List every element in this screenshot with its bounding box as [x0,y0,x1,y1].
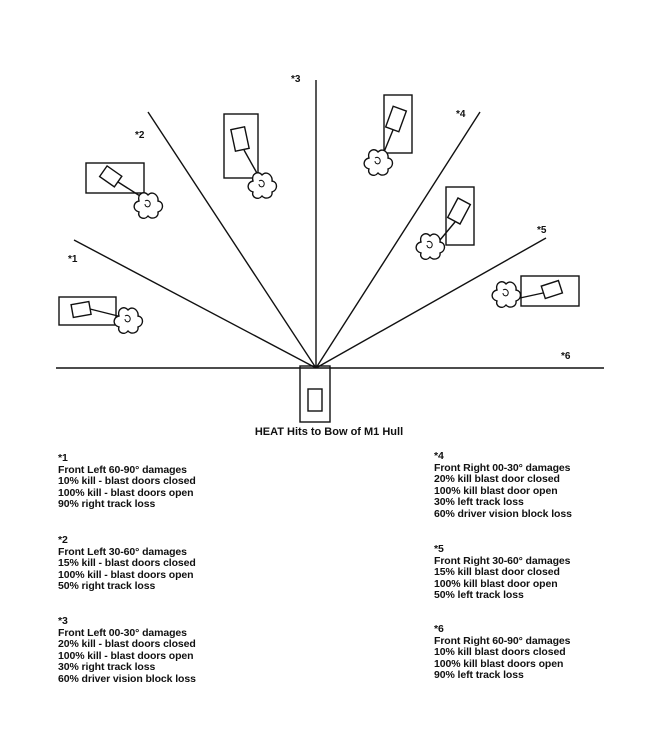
hit-illustration-zone-5 [491,275,580,308]
legend-line: 30% left track loss [434,496,524,509]
legend-line: 30% right track loss [58,661,156,674]
legend-line: Front Right 00-30° damages [434,461,571,474]
legend-zone-1: *1 Front Left 60-90° damages 10% kill - … [58,452,196,511]
zone-marker-6: *6 [561,351,571,362]
legend-line: 20% kill - blast doors closed [58,638,196,651]
legend-zone-4: *4 Front Right 00-30° damages 20% kill b… [434,450,572,521]
legend-zone-6: *6 Front Right 60-90° damages 10% kill b… [434,623,571,682]
hit-illustration-zone-2 [85,162,164,219]
legend-line: 100% kill - blast doors open [58,649,194,662]
boundary-line-right-30 [315,237,547,369]
legend-line: 20% kill blast door closed [434,473,560,486]
legend-zone-3: *3 Front Left 00-30° damages 20% kill - … [58,615,196,686]
m1-hull [299,365,331,423]
legend-line: 60% driver vision block loss [434,507,572,520]
legend-line: 90% right track loss [58,498,156,511]
zone-marker-3: *3 [291,74,301,85]
legend-marker: *4 [434,450,444,462]
hit-illustration-zone-4-lower [415,186,475,260]
hit-illustration-zone-4 [363,94,413,176]
diagram-caption: HEAT Hits to Bow of M1 Hull [254,426,404,438]
legend-zone-5: *5 Front Right 30-60° damages 15% kill b… [434,543,571,602]
legend-line: 90% left track loss [434,669,524,682]
legend-line: 100% kill - blast doors open [58,568,194,581]
legend-line: Front Left 00-30° damages [58,626,187,639]
legend-line: 15% kill - blast doors closed [58,557,196,570]
legend-zone-2: *2 Front Left 30-60° damages 15% kill - … [58,534,196,593]
legend-line: 10% kill - blast doors closed [58,475,196,488]
legend-line: 100% kill blast door open [434,484,558,497]
legend-line: Front Right 60-90° damages [434,634,571,647]
zone-marker-2: *2 [135,130,145,141]
hit-illustration-zone-3 [223,113,278,199]
legend-marker: *6 [434,623,444,635]
boundary-line-left-30 [73,239,317,369]
legend-line: 100% kill blast doors open [434,657,564,670]
legend-line: Front Left 30-60° damages [58,545,187,558]
boundary-line-right-60 [315,111,481,369]
zone-marker-1: *1 [68,254,78,265]
legend-marker: *1 [58,452,68,464]
zone-boundary-lines [73,80,547,369]
legend-line: 100% kill blast door open [434,577,558,590]
zone-marker-4: *4 [456,109,466,120]
legend-marker: *3 [58,615,68,627]
legend-line: 50% left track loss [434,589,524,602]
zone-marker-5: *5 [537,225,547,236]
legend-marker: *2 [58,534,68,546]
legend-marker: *5 [434,543,444,555]
legend-line: 50% right track loss [58,580,156,593]
legend-line: Front Right 30-60° damages [434,554,571,567]
legend-line: 15% kill blast door closed [434,566,560,579]
legend-line: 60% driver vision block loss [58,672,196,685]
boundary-line-left-60 [147,111,317,369]
heat-hit-diagram: *1 *2 *3 *4 *5 *6 [56,74,604,423]
legend-line: 100% kill - blast doors open [58,486,194,499]
hit-illustration-zone-1 [58,296,144,334]
legend-line: Front Left 60-90° damages [58,463,187,476]
legend-line: 10% kill blast doors closed [434,646,566,659]
